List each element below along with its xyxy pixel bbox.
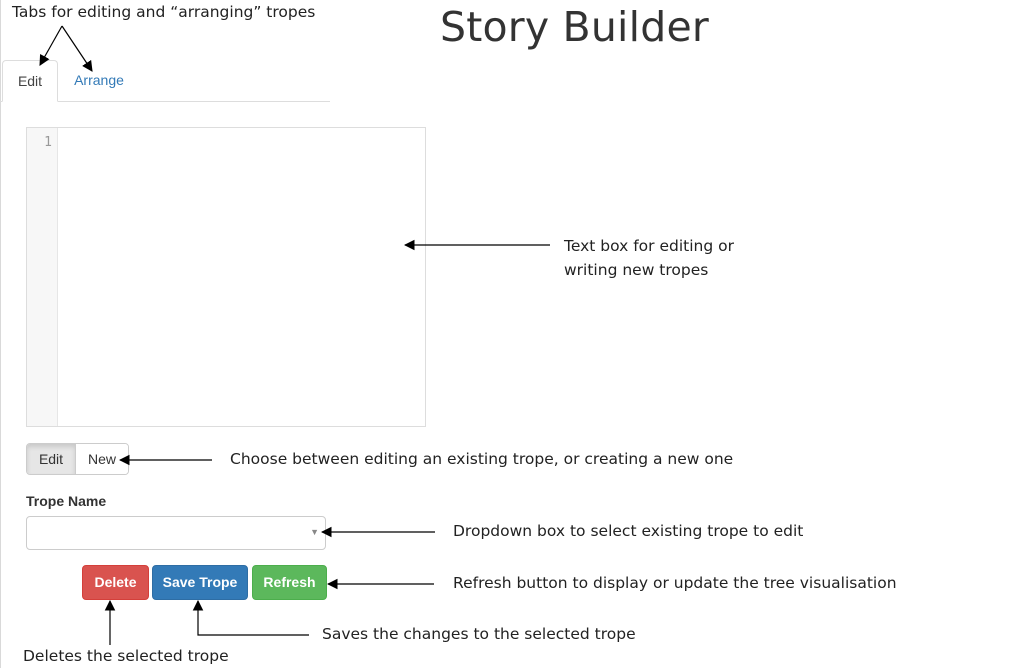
- annotation-delete: Deletes the selected trope: [23, 647, 229, 665]
- mode-toggle: Edit New: [26, 443, 129, 475]
- annotation-save: Saves the changes to the selected trope: [322, 625, 636, 643]
- arrow-to-save: [192, 599, 309, 636]
- annotation-tabs: Tabs for editing and “arranging” tropes: [12, 3, 316, 21]
- tab-edit[interactable]: Edit: [2, 60, 58, 102]
- page-title: Story Builder: [440, 3, 709, 51]
- line-number: 1: [44, 135, 52, 150]
- annotation-textbox: Text box for editing or writing new trop…: [564, 234, 784, 282]
- annotation-textbox-line2: writing new tropes: [564, 261, 709, 279]
- trope-name-dropdown[interactable]: ▼: [26, 516, 326, 550]
- annotation-textbox-line1: Text box for editing or: [564, 237, 734, 255]
- page-left-border: [0, 0, 1, 668]
- trope-text-editor[interactable]: 1: [26, 127, 426, 427]
- mode-edit-button[interactable]: Edit: [27, 444, 76, 474]
- arrow-to-arrange-tab: [61, 25, 93, 72]
- annotation-refresh: Refresh button to display or update the …: [453, 574, 897, 592]
- refresh-button[interactable]: Refresh: [252, 565, 327, 600]
- line-number-gutter: 1: [27, 128, 58, 426]
- tab-bar: Edit Arrange: [0, 60, 330, 102]
- annotation-dropdown: Dropdown box to select existing trope to…: [453, 522, 804, 540]
- delete-button[interactable]: Delete: [82, 565, 149, 600]
- chevron-down-icon: ▼: [310, 527, 319, 537]
- annotation-toggle: Choose between editing an existing trope…: [230, 450, 734, 468]
- tab-arrange[interactable]: Arrange: [74, 72, 124, 88]
- save-trope-button[interactable]: Save Trope: [152, 565, 248, 600]
- arrow-to-edit-tab: [39, 25, 63, 66]
- trope-name-label: Trope Name: [26, 493, 107, 509]
